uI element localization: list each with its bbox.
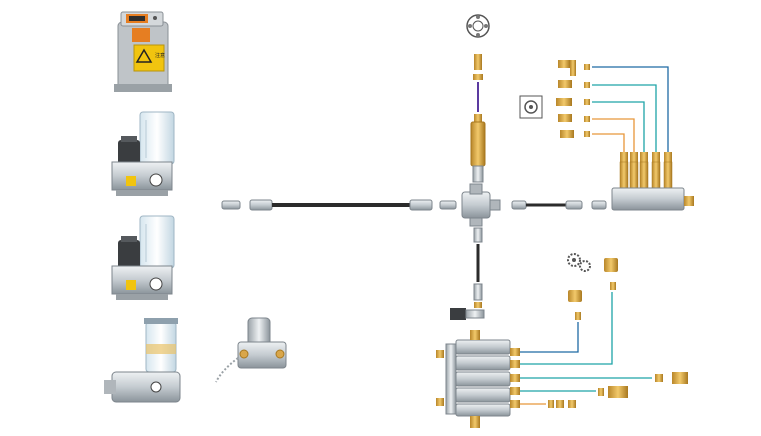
main-hose-assembly	[221, 199, 457, 211]
bottom-progressive-distributor	[436, 330, 520, 428]
right-hose	[511, 200, 607, 210]
bearing-icon	[466, 14, 490, 38]
distributor-tubes	[592, 66, 669, 152]
electric-grease-pump-with-display: 注意	[114, 11, 172, 92]
bottom-branch	[450, 227, 485, 320]
bottom-distributor-tubes	[520, 292, 652, 405]
bottom-right-fittings	[548, 258, 688, 408]
spindle-icon	[519, 95, 543, 119]
electric-oil-pump-with-motor-a	[111, 111, 175, 196]
manual-valve-block-with-chain	[215, 317, 287, 383]
top-branch	[470, 54, 486, 183]
top-right-fittings	[556, 60, 590, 138]
gear-icon	[567, 253, 591, 272]
central-junction-block	[461, 183, 501, 227]
progressive-distributor	[611, 152, 694, 211]
warning-label: 注意	[155, 52, 165, 59]
pneumatic-grease-pump	[104, 318, 181, 403]
electric-oil-pump-with-motor-b	[111, 215, 175, 300]
